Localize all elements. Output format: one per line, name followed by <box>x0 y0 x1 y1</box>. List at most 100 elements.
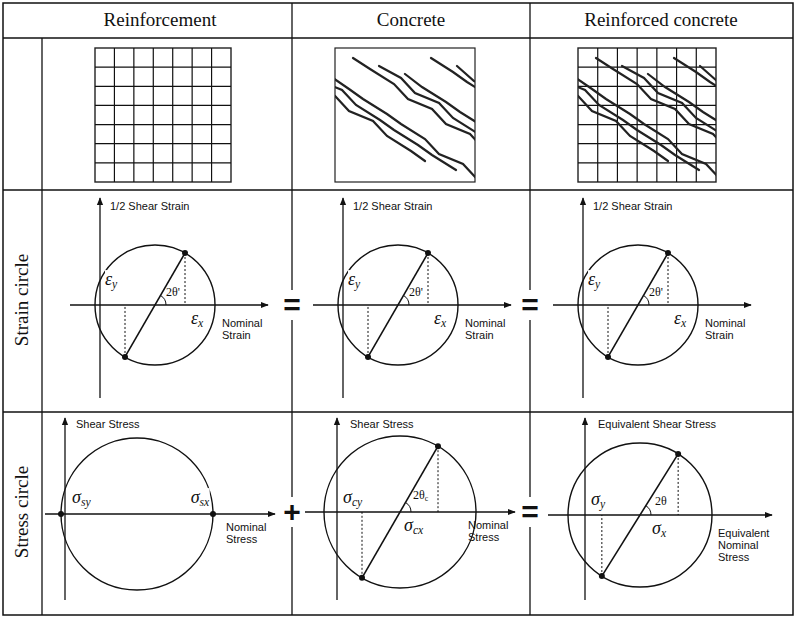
column-header: Reinforced concrete <box>584 10 738 31</box>
rebar-bar <box>656 48 657 182</box>
equals-sign: = <box>519 497 541 527</box>
angle-label: 2θc <box>413 489 428 504</box>
crack-line <box>578 66 699 170</box>
mohr-circle <box>95 245 215 365</box>
axis-label: 1/2 Shear Strain <box>353 200 433 212</box>
rebar-bar <box>597 48 598 182</box>
rebar-grid <box>578 48 716 182</box>
strain-symbol: εx <box>191 309 203 331</box>
table-rule <box>3 37 793 38</box>
mohr-circle <box>61 438 213 590</box>
angle-label: 2θ' <box>409 286 423 299</box>
stress-symbol: σy <box>591 490 605 512</box>
rebar-bar <box>95 162 231 163</box>
axis-label: Nominal Stress <box>468 519 520 543</box>
state-point <box>182 250 188 256</box>
angle-arc <box>644 295 650 305</box>
crack-group <box>335 58 475 180</box>
axis-label: Nominal Strain <box>465 317 515 341</box>
state-point <box>435 443 441 449</box>
rebar-grid <box>95 48 231 182</box>
state-point <box>605 354 611 360</box>
row-header: Strain circle <box>12 254 33 346</box>
mohr-circle <box>324 436 476 588</box>
projection-line <box>601 515 602 576</box>
angle-label: 2θ' <box>649 286 663 299</box>
strain-symbol: εx <box>434 309 446 331</box>
angle-arc <box>406 502 412 512</box>
rebar-bar <box>172 48 173 182</box>
rebar-bar <box>637 48 638 182</box>
axis-label: Equivalent Nominal Stress <box>718 527 784 563</box>
crack-group <box>578 58 716 180</box>
angle-arc <box>161 295 167 305</box>
equals-sign: = <box>281 290 303 320</box>
projection-line <box>668 253 669 305</box>
strain-symbol: εy <box>105 270 117 292</box>
column-header: Reinforcement <box>104 10 217 31</box>
mohr-circle <box>578 245 698 365</box>
axis <box>548 514 772 515</box>
projection-line <box>678 454 679 515</box>
state-point <box>599 573 605 579</box>
axis-label: Shear Stress <box>76 418 140 430</box>
axis <box>45 513 275 514</box>
projection-line <box>125 305 126 357</box>
crack-line <box>405 74 475 177</box>
crack-line <box>700 66 716 171</box>
rebar-bar <box>578 86 716 87</box>
projection-line <box>438 446 439 512</box>
axis-label: Shear Stress <box>350 418 414 430</box>
crack-line <box>622 66 716 168</box>
axis <box>99 198 100 398</box>
stress-symbol: σcy <box>343 488 362 510</box>
rebar-bar <box>95 143 231 144</box>
crack-line <box>648 74 716 177</box>
diameter <box>362 446 438 578</box>
mohr-circle <box>338 245 458 365</box>
stress-symbol: σsy <box>72 488 91 510</box>
diameter <box>602 454 678 576</box>
axis <box>336 418 337 600</box>
state-point <box>365 354 371 360</box>
state-point <box>425 250 431 256</box>
rebar-bar <box>211 48 212 182</box>
axis-label: Equivalent Shear Stress <box>598 418 716 430</box>
projection-line <box>608 305 609 357</box>
rebar-bar <box>95 67 231 68</box>
angle-label: 2θ <box>655 495 667 508</box>
axis-label: Nominal Strain <box>705 317 755 341</box>
axis <box>342 198 343 398</box>
projection-line <box>428 253 429 305</box>
projection-line <box>368 305 369 357</box>
stress-symbol: σsx <box>191 488 210 510</box>
axis <box>584 418 585 600</box>
diameter <box>368 253 428 357</box>
rebar-bar <box>153 48 154 182</box>
state-point <box>359 575 365 581</box>
mohr-circle <box>568 443 712 587</box>
projection-line <box>362 512 363 578</box>
rebar-bar <box>95 124 231 125</box>
state-point <box>665 250 671 256</box>
diameter <box>608 253 668 357</box>
crack-line <box>457 66 475 171</box>
crack-line <box>335 66 456 170</box>
table-rule <box>3 189 793 190</box>
projection-line <box>185 253 186 305</box>
stress-symbol: σx <box>652 519 666 541</box>
strain-symbol: εx <box>674 309 686 331</box>
rebar-bar <box>578 143 716 144</box>
row-header: Stress circle <box>12 466 33 558</box>
rebar-bar <box>133 48 134 182</box>
stress-symbol: σcx <box>404 516 423 538</box>
rebar-bar <box>696 48 697 182</box>
stress-point <box>58 511 64 517</box>
crack-line <box>431 58 475 162</box>
strain-symbol: εy <box>588 270 600 292</box>
rebar-bar <box>578 67 716 68</box>
axis-label: Nominal Stress <box>226 521 276 545</box>
rebar-bar <box>578 162 716 163</box>
angle-arc <box>404 295 410 305</box>
column-header: Concrete <box>377 10 446 31</box>
